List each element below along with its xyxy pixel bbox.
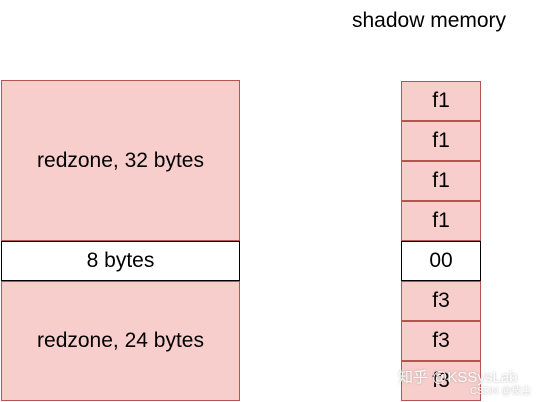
redzone-bottom-label: redzone, 24 bytes xyxy=(37,329,204,352)
shadow-cell-value: f3 xyxy=(432,329,450,352)
redzone-top-block: redzone, 32 bytes xyxy=(1,80,240,241)
redzone-bottom-block: redzone, 24 bytes xyxy=(1,281,240,401)
shadow-cell: f1 xyxy=(401,201,481,241)
watermark-zhihu: 知乎 @KSSysLab xyxy=(398,369,518,386)
shadow-cell-value: f1 xyxy=(432,89,450,112)
shadow-memory-title: shadow memory xyxy=(352,9,507,32)
shadow-cell-value: f1 xyxy=(432,209,450,232)
shadow-cell-value: f1 xyxy=(432,129,450,152)
shadow-cell: f1 xyxy=(401,81,481,121)
shadow-cell-addressable: 00 xyxy=(401,241,481,281)
shadow-cell-value: 00 xyxy=(429,249,453,272)
shadow-cell-value: f3 xyxy=(432,289,450,312)
data-block: 8 bytes xyxy=(1,241,240,281)
shadow-cell: f1 xyxy=(401,161,481,201)
shadow-cell-value: f1 xyxy=(432,169,450,192)
shadow-cell: f3 xyxy=(401,361,481,401)
data-block-label: 8 bytes xyxy=(86,249,155,272)
watermark-csdn: CSDN @伎尘 xyxy=(470,386,532,397)
redzone-top-label: redzone, 32 bytes xyxy=(37,148,204,172)
shadow-cell-value: f3 xyxy=(432,369,450,392)
shadow-cell: f3 xyxy=(401,321,481,361)
shadow-cell: f1 xyxy=(401,121,481,161)
shadow-cell: f3 xyxy=(401,281,481,321)
